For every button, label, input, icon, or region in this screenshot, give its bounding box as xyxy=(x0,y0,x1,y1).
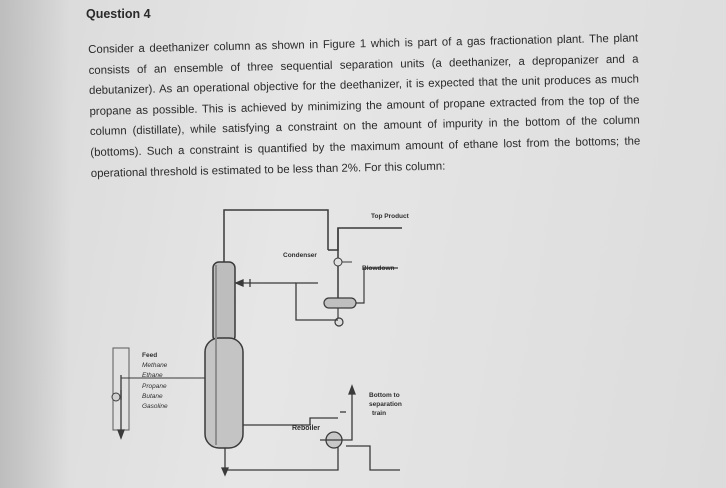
feed-component: Propane xyxy=(142,383,167,390)
feed-component: Methane xyxy=(142,362,168,369)
feed-title: Feed xyxy=(142,352,157,359)
feed-component: Ethane xyxy=(142,372,163,379)
bottom-label-line1: Bottom to xyxy=(369,392,400,399)
bottom-label-line3: train xyxy=(372,410,386,417)
reboiler-label: Reboiler xyxy=(292,425,320,432)
feed-component: Gasoline xyxy=(142,403,168,410)
blowdown-label: Blowdown xyxy=(362,265,395,272)
condenser-label: Condenser xyxy=(283,252,317,259)
condenser xyxy=(333,257,352,267)
reboiler-loop xyxy=(221,384,400,477)
deethanizer-column xyxy=(204,261,244,449)
page-shadow xyxy=(0,0,70,488)
feed-line xyxy=(111,347,205,440)
reflux-line xyxy=(234,279,338,321)
feed-component: Butane xyxy=(142,393,163,400)
bottom-label-line2: separation xyxy=(369,401,402,408)
question-title: Question 4 xyxy=(86,7,151,21)
reflux-drum xyxy=(323,267,398,327)
top-product-label: Top Product xyxy=(371,213,410,220)
